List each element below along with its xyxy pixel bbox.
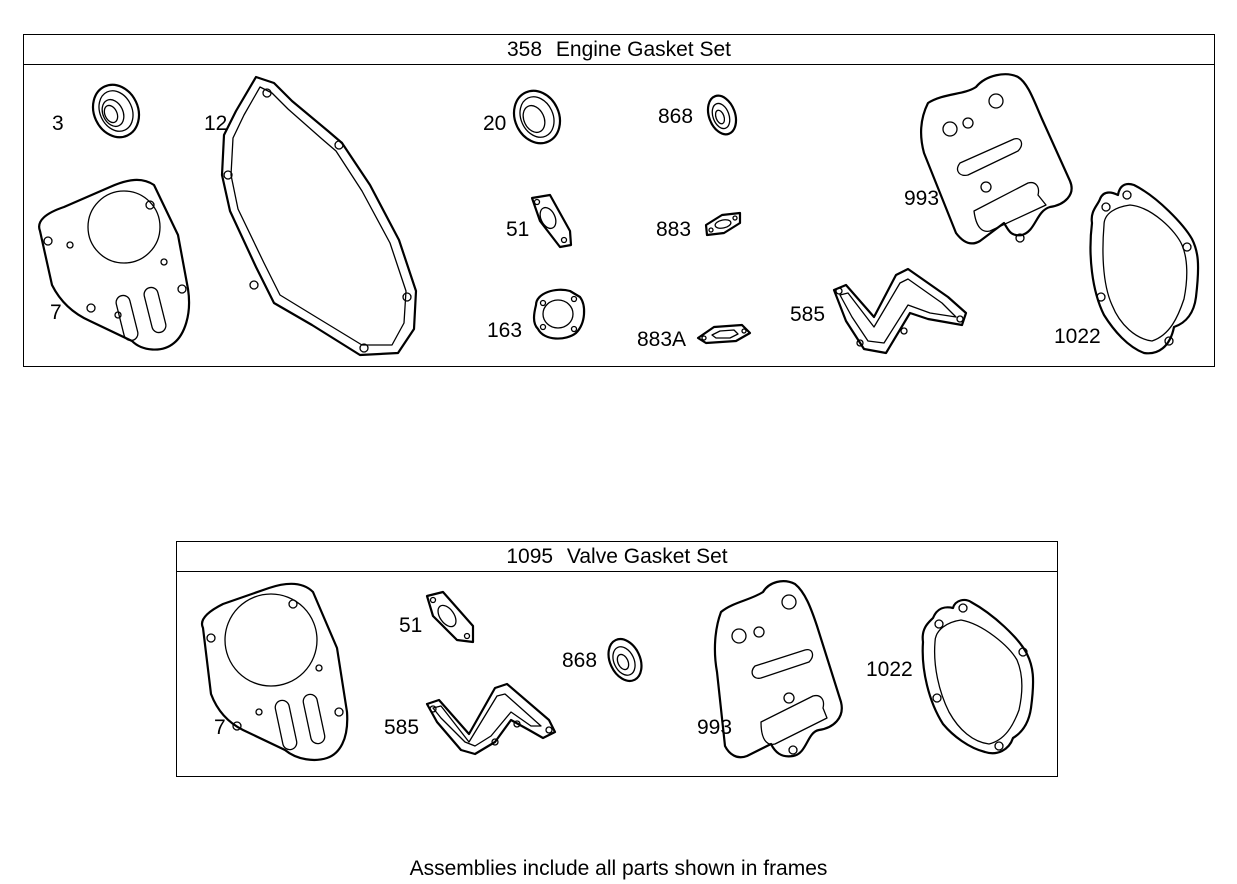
part-993-gasket (919, 73, 1073, 245)
engine-callout-585: 585 (790, 303, 826, 326)
valve-callout-51: 51 (399, 614, 423, 637)
valve-gasket-set-frame: 1095 Valve Gasket Set (176, 541, 1058, 777)
valve-part-51-intake-gasket (425, 590, 475, 644)
valve-callout-1022: 1022 (866, 658, 913, 681)
part-868-seal (706, 94, 738, 136)
engine-callout-883: 883 (656, 218, 692, 241)
engine-callout-1022: 1022 (1054, 325, 1101, 348)
engine-callout-7: 7 (50, 301, 62, 324)
valve-callout-868: 868 (562, 649, 598, 672)
engine-gasket-set-number: 358 (507, 38, 543, 61)
part-163-gasket (532, 288, 586, 340)
assemblies-footnote: Assemblies include all parts shown in fr… (409, 857, 828, 880)
part-585-breather-gasket (832, 267, 968, 355)
valve-part-868-seal (607, 637, 643, 683)
valve-gasket-set-number: 1095 (506, 545, 554, 568)
part-883a-gasket (696, 323, 752, 345)
engine-callout-163: 163 (487, 319, 523, 342)
valve-gasket-set-drawing (200, 580, 1035, 761)
valve-part-993-gasket (713, 580, 843, 759)
engine-callout-883a: 883A (637, 328, 687, 351)
engine-callout-868: 868 (658, 105, 694, 128)
engine-callout-51: 51 (506, 218, 530, 241)
engine-gasket-set-frame: 358 Engine Gasket Set (23, 34, 1215, 367)
part-3-oil-seal (91, 83, 141, 139)
valve-part-585-breather-gasket (425, 682, 557, 756)
valve-callout-585: 585 (384, 716, 420, 739)
valve-callout-993: 993 (697, 716, 733, 739)
part-883-gasket (704, 211, 742, 237)
valve-gasket-set-title: 1095 Valve Gasket Set (177, 542, 1057, 572)
valve-callout-7: 7 (214, 716, 226, 739)
valve-part-1022-gasket (921, 598, 1035, 755)
part-7-head-gasket (38, 178, 191, 351)
engine-gasket-set-name: Engine Gasket Set (555, 38, 731, 61)
engine-callout-3: 3 (52, 112, 64, 135)
engine-callout-20: 20 (483, 112, 507, 135)
valve-gasket-set-name: Valve Gasket Set (566, 545, 728, 568)
part-51-intake-gasket (530, 193, 573, 249)
part-20-oil-seal (512, 89, 562, 145)
engine-gasket-set-drawing (38, 73, 1200, 357)
valve-part-7-head-gasket (200, 582, 349, 761)
engine-callout-993: 993 (904, 187, 940, 210)
engine-callout-12: 12 (204, 112, 228, 135)
part-1022-gasket (1089, 182, 1200, 355)
engine-gasket-set-title: 358 Engine Gasket Set (24, 35, 1214, 65)
part-12-crankcase-gasket (220, 75, 418, 357)
